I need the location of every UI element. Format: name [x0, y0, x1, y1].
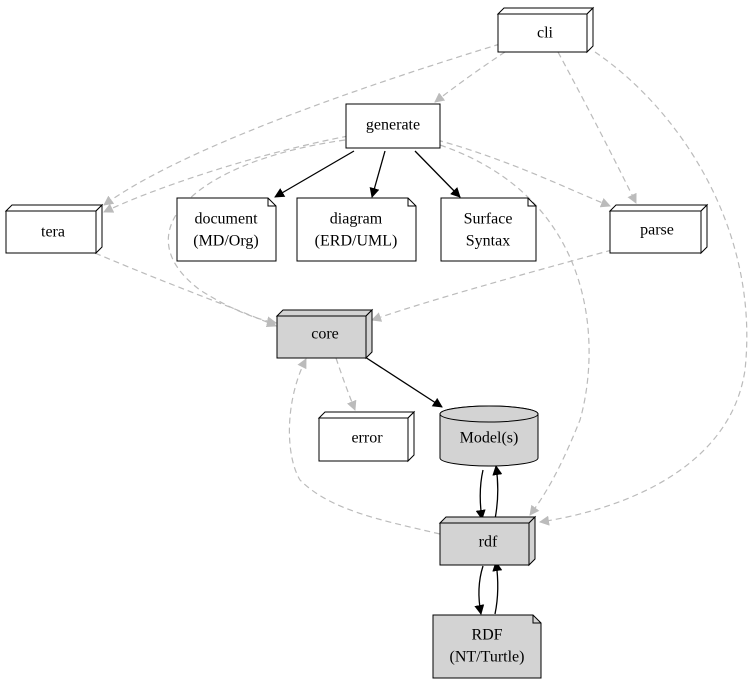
edge-cli-generate — [434, 51, 506, 103]
edge-rdf-rdffile — [474, 565, 485, 615]
edge-generate-document — [274, 150, 355, 198]
edge-cli-parse — [557, 51, 637, 204]
node-core-label: core — [311, 326, 339, 343]
node-diagram-label-line2: (ERD/UML) — [315, 233, 398, 250]
edge-tera-core — [94, 252, 277, 327]
edge-generate-tera — [103, 135, 349, 213]
node-core: core — [275, 308, 374, 360]
edge-generate-diagram — [369, 150, 386, 198]
node-tera: tera — [4, 203, 104, 255]
node-parse-label: parse — [640, 222, 674, 239]
node-cli-label: cli — [537, 25, 554, 42]
node-generate: generate — [345, 103, 441, 149]
node-diagram: diagram (ERD/UML) — [296, 197, 417, 262]
edge-rdf-core — [288, 358, 441, 535]
edge-cli-tera — [103, 43, 501, 206]
node-error: error — [317, 410, 416, 463]
node-models: Model(s) — [439, 405, 539, 467]
node-rdf-file-label-line1: RDF — [471, 627, 502, 644]
node-document-label-line1: document — [194, 211, 258, 228]
node-document: document (MD/Org) — [176, 197, 277, 262]
solid-edges — [274, 150, 503, 615]
edge-rdffile-rdf — [492, 561, 503, 615]
node-document-label-line2: (MD/Org) — [193, 233, 258, 250]
node-surface-label-line1: Surface — [464, 211, 513, 228]
node-error-label: error — [351, 430, 383, 447]
node-rdf-label: rdf — [479, 534, 498, 551]
edge-cli-rdf — [539, 51, 748, 526]
edge-rdf-models — [492, 465, 503, 520]
edge-generate-parse — [436, 139, 611, 208]
node-rdf-file: RDF (NT/Turtle) — [432, 614, 542, 679]
node-parse: parse — [608, 203, 709, 255]
dashed-edges — [94, 43, 748, 535]
node-rdf-file-label-line2: (NT/Turtle) — [450, 649, 525, 666]
edge-models-rdf — [475, 469, 486, 520]
edge-generate-surface — [414, 150, 461, 198]
node-surface-syntax: Surface Syntax — [440, 197, 537, 262]
node-diagram-label-line1: diagram — [330, 211, 383, 228]
node-rdf: rdf — [438, 515, 537, 567]
node-models-label: Model(s) — [460, 430, 519, 447]
node-cli: cli — [496, 6, 595, 54]
edge-parse-core — [371, 249, 613, 322]
edge-core-models — [364, 356, 443, 408]
node-surface-label-line2: Syntax — [466, 233, 510, 250]
edge-core-error — [335, 357, 357, 411]
node-generate-label: generate — [366, 117, 420, 134]
node-tera-label: tera — [41, 224, 65, 241]
